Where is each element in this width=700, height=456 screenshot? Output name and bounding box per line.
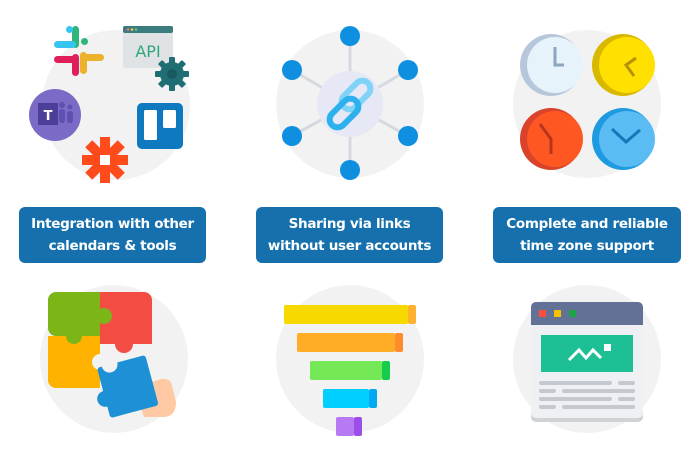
integrations-label: Integration with other calendars & tools xyxy=(19,207,206,263)
label-line-2: without user accounts xyxy=(267,238,432,254)
label-line-1: Sharing via links xyxy=(288,216,411,232)
teams-icon: T xyxy=(29,89,81,141)
world-clocks-icon xyxy=(520,34,655,170)
slack-icon xyxy=(54,26,104,76)
gear-icon xyxy=(155,57,189,91)
sharing-label: Sharing via links without user accounts xyxy=(256,207,443,263)
time-zone-label: Complete and reliable time zone support xyxy=(493,207,681,263)
label-line-1: Complete and reliable xyxy=(506,216,668,232)
trello-icon xyxy=(137,103,183,149)
funnel-icon xyxy=(284,305,416,436)
puzzle-icon xyxy=(48,292,176,418)
api-icon: API xyxy=(123,26,173,68)
label-line-2: time zone support xyxy=(520,238,654,254)
svg-text:T: T xyxy=(44,109,53,124)
label-line-2: calendars & tools xyxy=(48,238,177,254)
zapier-icon xyxy=(82,137,128,183)
label-line-1: Integration with other xyxy=(31,216,194,232)
link-network-icon xyxy=(282,26,418,180)
webpage-icon xyxy=(531,302,643,422)
api-text: API xyxy=(135,42,160,61)
